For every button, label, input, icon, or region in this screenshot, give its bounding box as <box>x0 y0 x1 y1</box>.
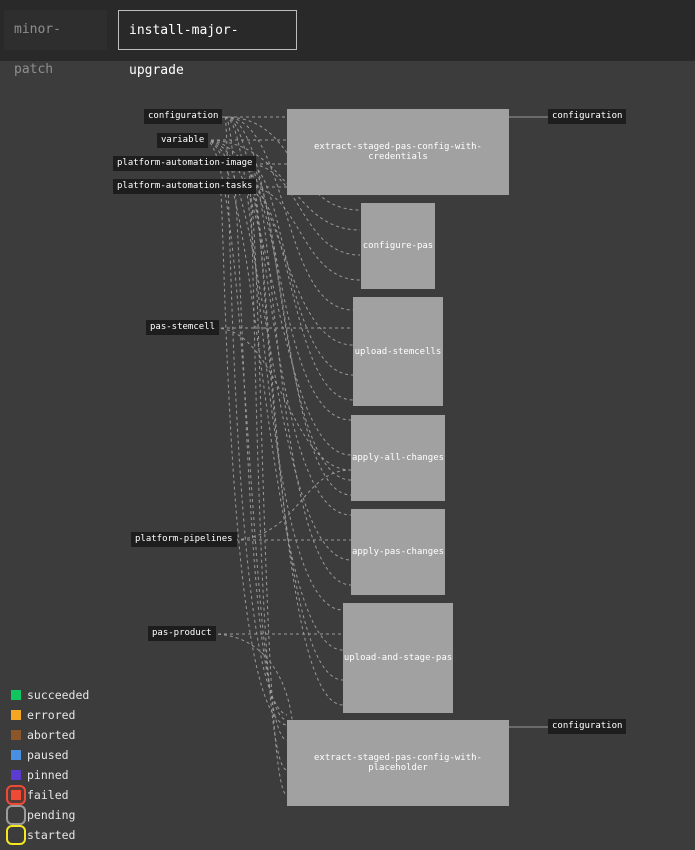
resource-variable[interactable]: variable <box>157 133 209 148</box>
resource-configuration-output[interactable]: configuration <box>548 719 627 734</box>
job-label: extract-staged-pas-config-with-placehold… <box>314 753 482 773</box>
pending-ring-icon <box>6 805 26 825</box>
job-apply-pas-changes[interactable]: apply-pas-changes <box>351 509 445 595</box>
pipeline-connections <box>204 116 548 796</box>
paused-swatch-icon <box>11 750 21 760</box>
resource-pas-stemcell[interactable]: pas-stemcell <box>146 320 220 335</box>
job-upload-and-stage-pas[interactable]: upload-and-stage-pas <box>343 603 453 713</box>
legend-label: paused <box>27 748 69 762</box>
job-configure-pas[interactable]: configure-pas <box>361 203 435 289</box>
group-tabs-bar: minor-patch install-major-upgrade <box>0 0 695 78</box>
job-label: upload-and-stage-pas <box>343 653 453 663</box>
job-extract-staged-pas-config-with-placeholder[interactable]: extract-staged-pas-config-with-placehold… <box>287 720 509 806</box>
resource-pas-product[interactable]: pas-product <box>148 626 216 641</box>
job-label: apply-all-changes <box>351 453 445 463</box>
resource-configuration-output[interactable]: configuration <box>548 109 627 124</box>
resource-platform-automation-tasks[interactable]: platform-automation-tasks <box>113 179 257 194</box>
pinned-swatch-icon <box>11 770 21 780</box>
legend-label: aborted <box>27 728 76 742</box>
legend-label: errored <box>27 708 76 722</box>
job-label: apply-pas-changes <box>351 547 445 557</box>
job-label: upload-stemcells <box>354 346 442 357</box>
job-label: configure-pas <box>362 241 434 251</box>
legend-label: pending <box>27 808 76 822</box>
tab-minor-patch[interactable]: minor-patch <box>4 10 107 77</box>
job-upload-stemcells[interactable]: upload-stemcells <box>353 297 443 406</box>
aborted-swatch-icon <box>11 730 21 740</box>
resource-platform-automation-image[interactable]: platform-automation-image <box>113 156 257 171</box>
failed-swatch-icon <box>11 790 21 800</box>
errored-swatch-icon <box>11 710 21 720</box>
succeeded-swatch-icon <box>11 690 21 700</box>
job-extract-staged-pas-config-with-credentials[interactable]: extract-staged-pas-config-with-credentia… <box>287 109 509 195</box>
job-label: extract-staged-pas-config-with-credentia… <box>314 142 482 162</box>
legend-label: failed <box>27 788 69 802</box>
tab-install-major-upgrade[interactable]: install-major-upgrade <box>118 10 297 78</box>
resource-platform-pipelines[interactable]: platform-pipelines <box>131 532 237 547</box>
legend-label: succeeded <box>27 688 90 702</box>
resource-configuration[interactable]: configuration <box>144 109 223 124</box>
legend-label: started <box>27 828 76 842</box>
legend-label: pinned <box>27 768 69 782</box>
job-apply-all-changes[interactable]: apply-all-changes <box>351 415 445 501</box>
started-ring-icon <box>6 825 26 845</box>
